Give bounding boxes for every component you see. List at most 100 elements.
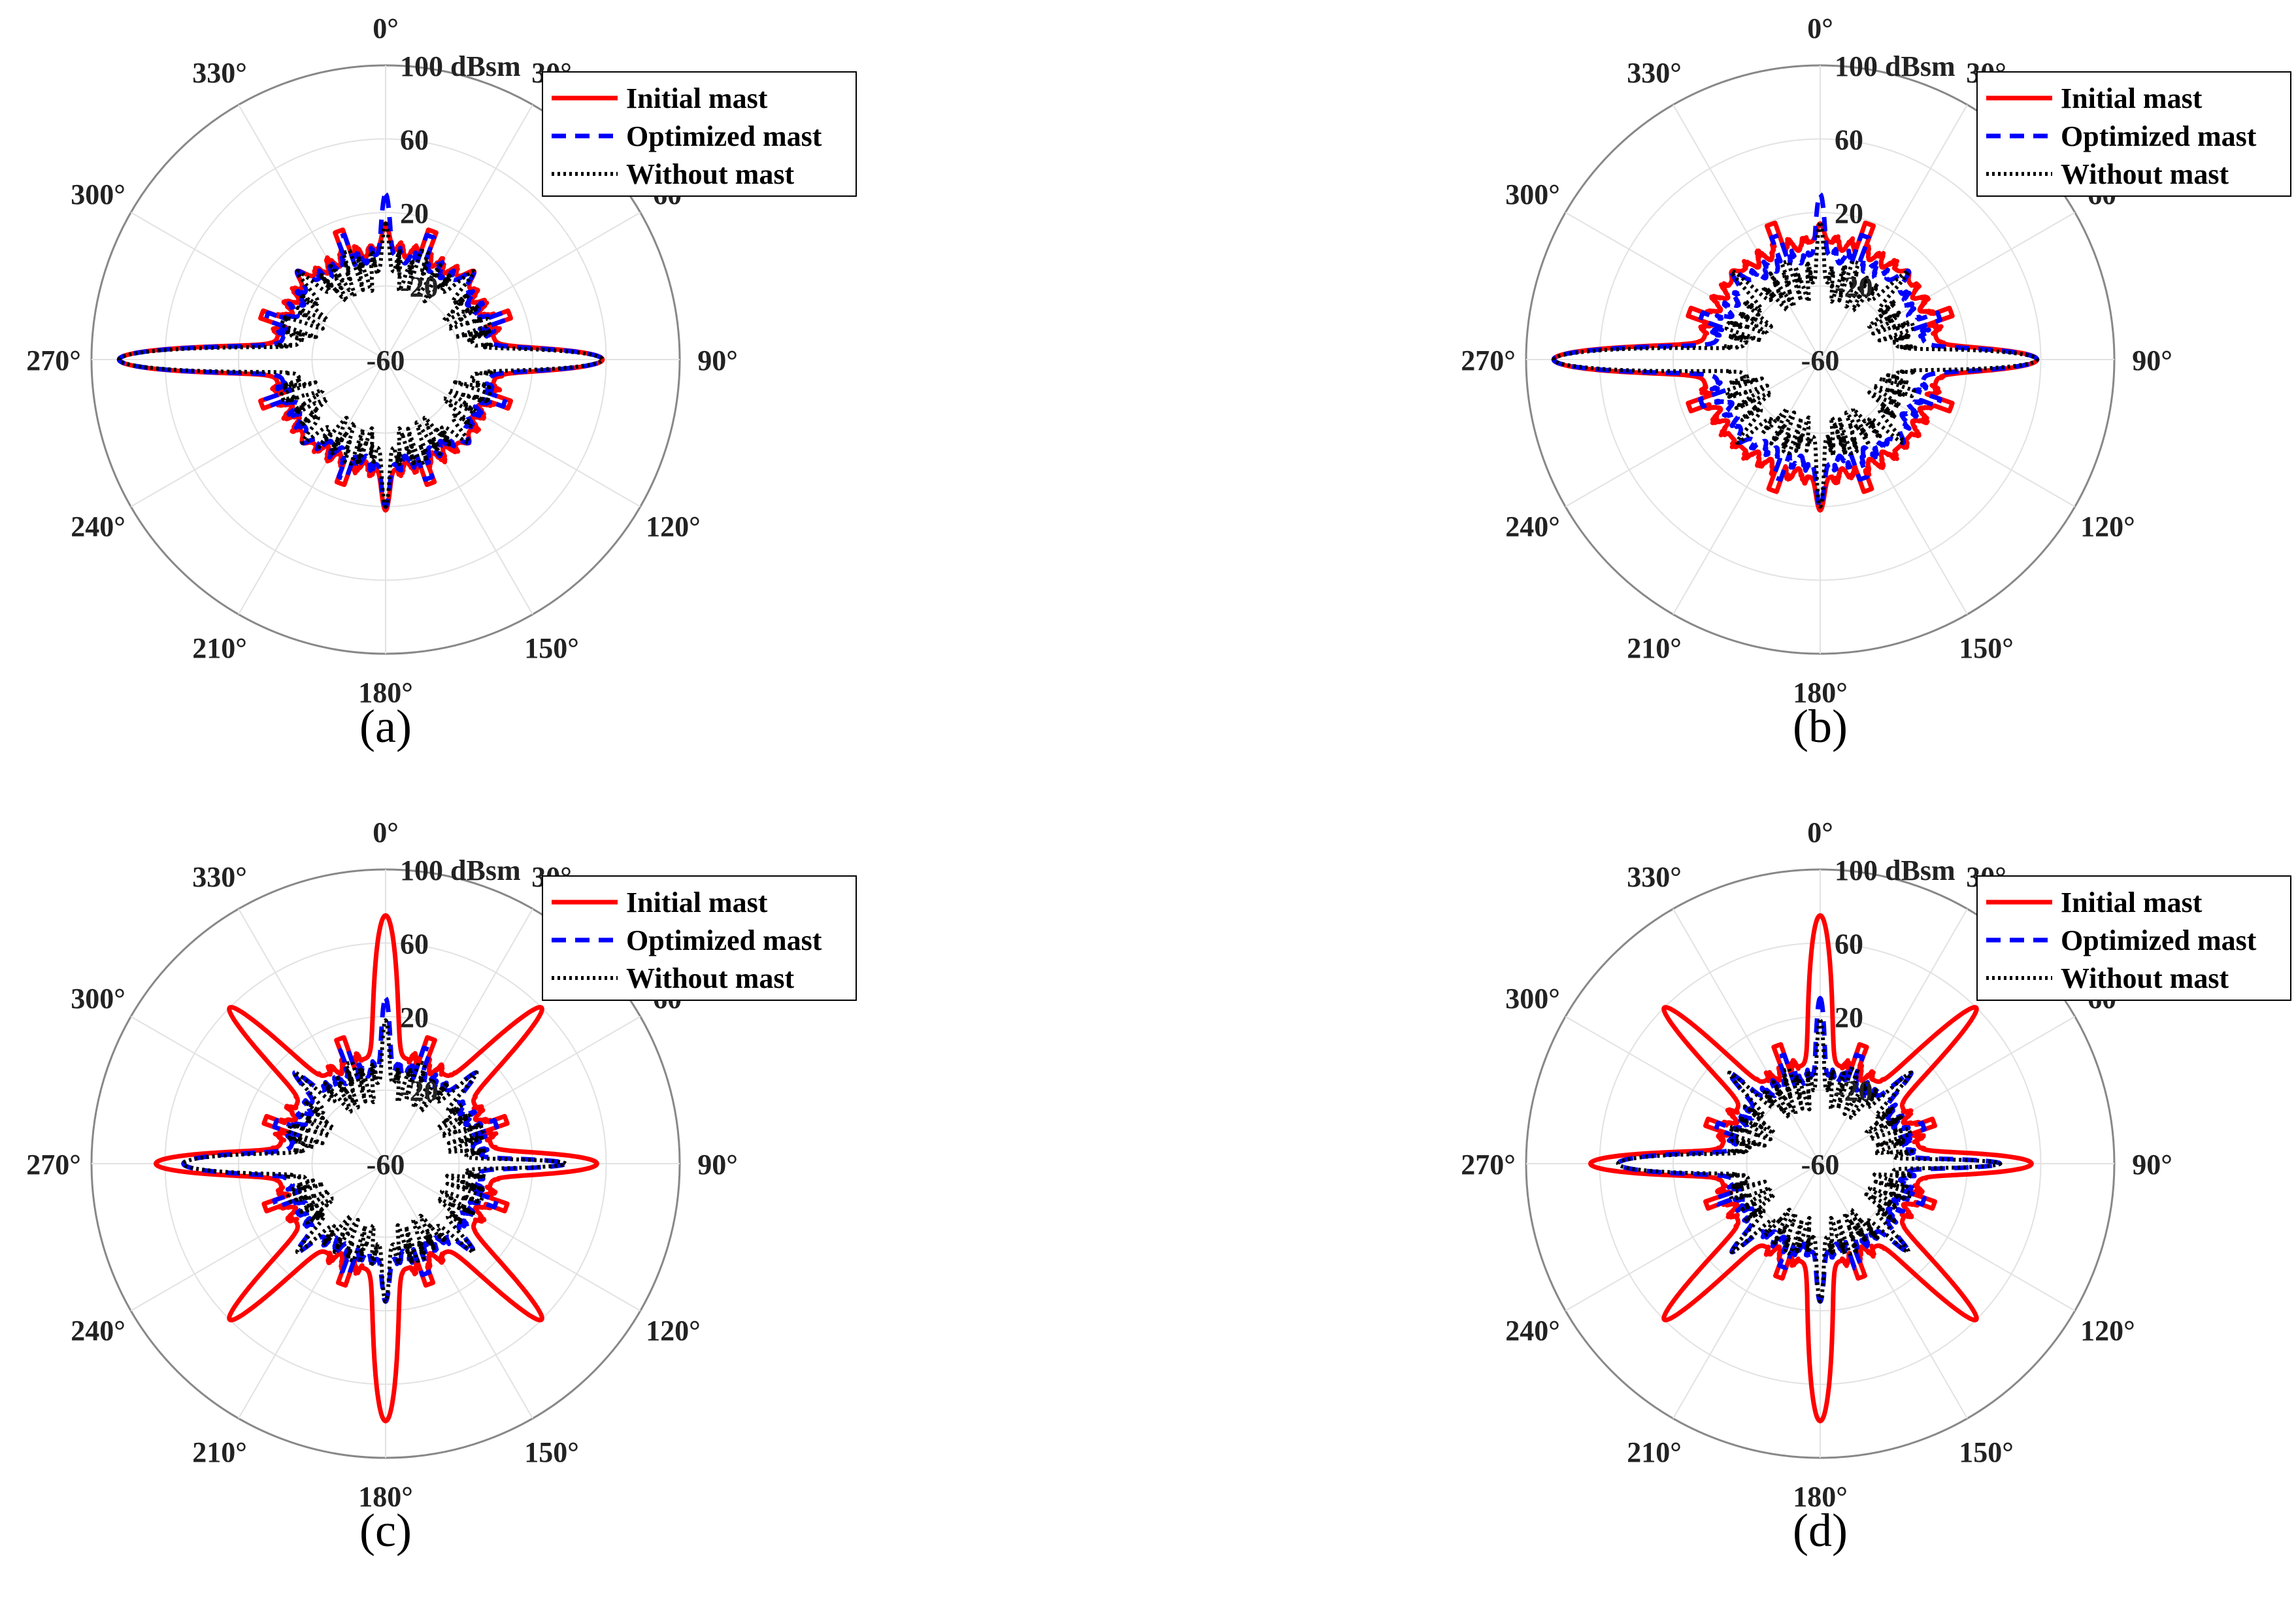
radial-tick-label: 20 — [1835, 1002, 1863, 1034]
angle-tick-label: 330° — [192, 57, 247, 89]
angle-tick-label: 180° — [358, 1481, 413, 1513]
angular-grid-spoke — [130, 212, 386, 360]
angle-tick-label: 300° — [71, 178, 125, 211]
angle-tick-label: 90° — [697, 1149, 738, 1181]
angle-tick-label: 90° — [2132, 1149, 2172, 1181]
angular-grid-spoke — [385, 1163, 533, 1419]
angular-grid-spoke — [130, 1163, 386, 1311]
angle-tick-label: 0° — [1807, 12, 1833, 44]
angular-grid-spoke — [385, 359, 533, 615]
angle-tick-label: 0° — [373, 817, 399, 849]
angular-grid-spoke — [1820, 1163, 2076, 1311]
angle-tick-label: 150° — [1959, 632, 2014, 664]
series-line-optimized-mast — [1551, 192, 2040, 509]
angle-tick-label: 240° — [71, 511, 125, 543]
radial-tick-label: -20 — [400, 271, 439, 303]
radial-tick-label: -20 — [1835, 271, 1873, 303]
angle-tick-label: 120° — [646, 511, 701, 543]
series-line-without-mast — [1552, 221, 2039, 509]
angular-grid-spoke — [385, 212, 641, 360]
series-line-without-mast — [181, 1018, 568, 1304]
angular-grid-spoke — [385, 104, 533, 360]
radial-tick-label: 20 — [400, 197, 429, 229]
radial-tick-label: 20 — [1835, 197, 1863, 229]
angle-tick-label: 330° — [192, 861, 247, 893]
series-line-without-mast — [1616, 1018, 2003, 1304]
radial-tick-label: -60 — [1801, 1149, 1840, 1181]
angular-grid-spoke — [238, 104, 386, 360]
angular-grid-spoke — [1820, 359, 1968, 615]
radial-tick-label: 100 dBsm — [400, 50, 521, 82]
series-line-initial-mast — [1588, 913, 2034, 1424]
legend-entry: Optimized mast — [2061, 924, 2257, 956]
angle-tick-label: 0° — [373, 12, 399, 44]
angular-grid-spoke — [1820, 908, 1968, 1164]
angular-grid-spoke — [385, 908, 533, 1164]
angle-tick-label: 120° — [646, 1315, 701, 1347]
series-line-initial-mast — [153, 913, 599, 1424]
angular-grid-spoke — [130, 1016, 386, 1164]
angular-grid-spoke — [1820, 104, 1968, 360]
radial-tick-label: 60 — [1835, 124, 1863, 156]
caption-a: (a) — [359, 700, 412, 752]
angular-grid-spoke — [238, 1163, 386, 1419]
legend-entry: Initial mast — [2061, 82, 2203, 114]
legend-entry: Initial mast — [626, 82, 768, 114]
radial-tick-label: 60 — [400, 124, 429, 156]
angle-tick-label: 270° — [26, 345, 81, 377]
caption-b: (b) — [1793, 700, 1848, 752]
angle-tick-label: 180° — [1793, 1481, 1848, 1513]
angle-tick-label: 150° — [524, 1436, 579, 1468]
polar-grid — [90, 64, 681, 655]
angle-tick-label: 210° — [1627, 632, 1682, 664]
angular-grid-spoke — [1565, 212, 1821, 360]
caption-d: (d) — [1793, 1504, 1848, 1557]
legend-entry: Without mast — [626, 158, 794, 190]
angle-tick-label: 300° — [1505, 178, 1560, 211]
angular-grid-spoke — [1565, 1163, 1821, 1311]
angle-tick-label: 240° — [1505, 1315, 1560, 1347]
radial-tick-label: -60 — [367, 1149, 405, 1181]
angular-grid-spoke — [1820, 1016, 2076, 1164]
caption-c: (c) — [359, 1504, 412, 1557]
series-line-initial-mast — [1551, 220, 2040, 513]
legend-entry: Optimized mast — [2061, 120, 2257, 152]
angle-tick-label: 210° — [192, 632, 247, 664]
legend-entry: Initial mast — [626, 886, 768, 919]
legend-entry: Optimized mast — [626, 120, 822, 152]
angle-tick-label: 90° — [2132, 345, 2172, 377]
angle-tick-label: 330° — [1627, 861, 1682, 893]
angle-tick-label: 120° — [2080, 511, 2135, 543]
radial-tick-label: 60 — [400, 928, 429, 960]
angular-grid-spoke — [1820, 212, 2076, 360]
angle-tick-label: 270° — [1461, 1149, 1516, 1181]
radial-tick-label: 60 — [1835, 928, 1863, 960]
angular-grid-spoke — [1672, 908, 1821, 1164]
angle-tick-label: 300° — [71, 983, 125, 1015]
angle-tick-label: 180° — [1793, 677, 1848, 709]
series-line-without-mast — [117, 221, 605, 509]
radial-tick-label: -20 — [400, 1075, 439, 1107]
legend-entry: Initial mast — [2061, 886, 2203, 919]
angular-grid-spoke — [385, 1163, 641, 1311]
angle-tick-label: 240° — [1505, 511, 1560, 543]
legend-entry: Without mast — [2061, 962, 2229, 994]
legend-entry: Without mast — [2061, 158, 2229, 190]
radial-tick-label: 100 dBsm — [1835, 854, 1955, 886]
angle-tick-label: 90° — [697, 345, 738, 377]
angle-tick-label: 120° — [2080, 1315, 2135, 1347]
angular-grid-spoke — [238, 359, 386, 615]
angular-grid-spoke — [1565, 1016, 1821, 1164]
radial-tick-label: -20 — [1835, 1075, 1873, 1107]
angular-grid-spoke — [1565, 359, 1821, 507]
angle-tick-label: 180° — [358, 677, 413, 709]
radial-tick-label: 100 dBsm — [1835, 50, 1955, 82]
angular-grid-spoke — [385, 359, 641, 507]
